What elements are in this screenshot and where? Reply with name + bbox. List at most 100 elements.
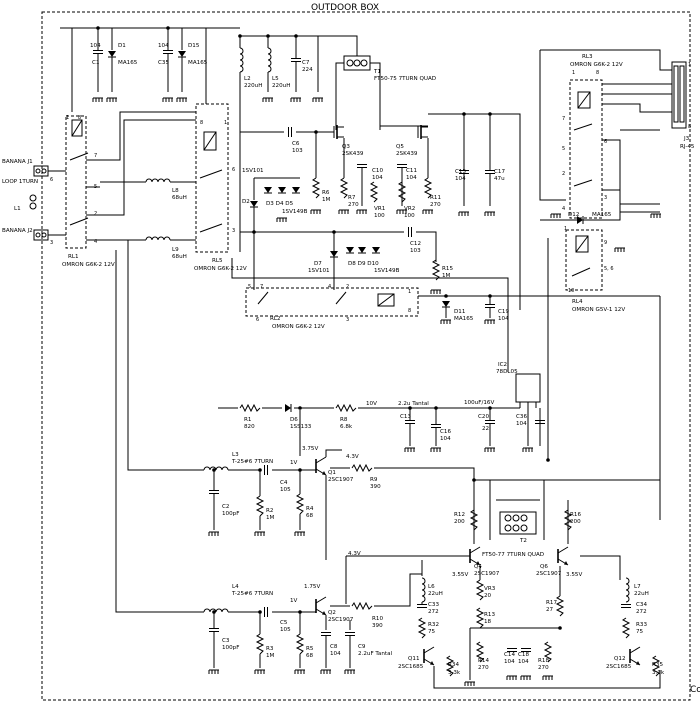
svg-text:100pF: 100pF bbox=[222, 645, 239, 651]
svg-text:RL3: RL3 bbox=[582, 54, 593, 60]
svg-text:2: 2 bbox=[94, 211, 97, 217]
svg-text:68uH: 68uH bbox=[172, 254, 187, 260]
svg-text:104: 104 bbox=[90, 43, 101, 49]
svg-text:8: 8 bbox=[408, 308, 411, 314]
svg-text:390: 390 bbox=[370, 484, 381, 490]
svg-text:7: 7 bbox=[94, 153, 97, 159]
svg-text:C35: C35 bbox=[158, 60, 169, 66]
svg-text:MA165: MA165 bbox=[454, 316, 474, 322]
svg-text:C11: C11 bbox=[406, 168, 417, 174]
svg-text:2SK439: 2SK439 bbox=[342, 151, 364, 157]
svg-text:104: 104 bbox=[330, 651, 341, 657]
svg-text:104: 104 bbox=[406, 175, 417, 181]
svg-text:68: 68 bbox=[306, 653, 314, 659]
svg-text:2SC1685: 2SC1685 bbox=[398, 664, 424, 670]
svg-text:104: 104 bbox=[440, 436, 451, 442]
svg-text:100uF/16V: 100uF/16V bbox=[464, 400, 494, 406]
svg-text:C15: C15 bbox=[455, 169, 466, 175]
svg-text:FT50-77 7TURN QUAD: FT50-77 7TURN QUAD bbox=[482, 552, 544, 558]
svg-text:6: 6 bbox=[50, 177, 53, 183]
svg-text:2SC1907: 2SC1907 bbox=[536, 571, 562, 577]
corner-label: Co bbox=[690, 685, 700, 695]
svg-text:104: 104 bbox=[518, 659, 529, 665]
svg-text:2SC1685: 2SC1685 bbox=[606, 664, 632, 670]
svg-text:2SC1907: 2SC1907 bbox=[474, 571, 500, 577]
svg-text:104: 104 bbox=[455, 176, 466, 182]
svg-text:C18: C18 bbox=[518, 652, 529, 658]
svg-text:C2: C2 bbox=[222, 504, 229, 510]
svg-text:R33: R33 bbox=[636, 622, 647, 628]
svg-text:Q4: Q4 bbox=[474, 564, 482, 570]
svg-text:L3: L3 bbox=[232, 452, 239, 458]
svg-text:R14: R14 bbox=[478, 658, 489, 664]
svg-text:C13: C13 bbox=[400, 414, 411, 420]
svg-text:D7: D7 bbox=[314, 261, 322, 267]
svg-text:5: 5 bbox=[248, 284, 251, 290]
svg-text:Q11: Q11 bbox=[408, 656, 420, 662]
svg-text:8: 8 bbox=[688, 124, 691, 130]
svg-text:4.3V: 4.3V bbox=[348, 551, 361, 557]
svg-text:3: 3 bbox=[232, 228, 235, 234]
svg-text:105: 105 bbox=[280, 627, 291, 633]
svg-text:RL1: RL1 bbox=[68, 254, 79, 260]
svg-text:2: 2 bbox=[346, 284, 349, 290]
svg-text:4: 4 bbox=[94, 239, 97, 245]
svg-text:103: 103 bbox=[410, 248, 421, 254]
svg-text:104: 104 bbox=[504, 659, 515, 665]
svg-text:R1: R1 bbox=[244, 417, 252, 423]
svg-text:6: 6 bbox=[232, 167, 235, 173]
svg-text:4: 4 bbox=[562, 206, 565, 212]
svg-text:C17: C17 bbox=[494, 169, 505, 175]
svg-text:OMRON G6K-2 12V: OMRON G6K-2 12V bbox=[272, 324, 325, 330]
svg-text:270: 270 bbox=[430, 202, 441, 208]
svg-text:100pF: 100pF bbox=[222, 511, 239, 517]
svg-text:2SC1907: 2SC1907 bbox=[328, 617, 354, 623]
svg-text:1M: 1M bbox=[442, 273, 451, 279]
svg-text:D6: D6 bbox=[290, 417, 298, 423]
relay-rl4: 19 5, 610 RL4 OMRON G5V-1 12V bbox=[564, 226, 625, 313]
svg-text:3.75V: 3.75V bbox=[302, 446, 318, 452]
svg-text:3.3k: 3.3k bbox=[448, 670, 461, 676]
svg-text:22: 22 bbox=[482, 426, 489, 432]
svg-text:OMRON G6K-2 12V: OMRON G6K-2 12V bbox=[194, 266, 247, 272]
svg-text:OMRON G6K-2 12V: OMRON G6K-2 12V bbox=[570, 62, 623, 68]
svg-text:C36: C36 bbox=[516, 414, 527, 420]
svg-text:3.55V: 3.55V bbox=[566, 572, 582, 578]
svg-text:T-25#6 7TURN: T-25#6 7TURN bbox=[231, 459, 273, 465]
svg-text:100: 100 bbox=[374, 213, 385, 219]
svg-text:Q2: Q2 bbox=[328, 610, 336, 616]
svg-text:104: 104 bbox=[498, 316, 509, 322]
svg-text:C8: C8 bbox=[330, 644, 338, 650]
svg-text:390: 390 bbox=[372, 623, 383, 629]
svg-text:VR2: VR2 bbox=[404, 206, 415, 212]
svg-text:2SC1907: 2SC1907 bbox=[328, 477, 354, 483]
svg-text:78DL05: 78DL05 bbox=[496, 369, 518, 375]
svg-text:3.3k: 3.3k bbox=[652, 670, 665, 676]
svg-text:C19: C19 bbox=[498, 309, 509, 315]
svg-text:3: 3 bbox=[50, 240, 53, 246]
svg-text:C33: C33 bbox=[428, 602, 439, 608]
svg-text:1: 1 bbox=[572, 70, 575, 76]
svg-text:9: 9 bbox=[604, 240, 607, 246]
svg-text:1SS133: 1SS133 bbox=[290, 424, 312, 430]
svg-text:8: 8 bbox=[78, 115, 81, 121]
svg-text:100: 100 bbox=[404, 213, 415, 219]
svg-text:T-25#6 7TURN: T-25#6 7TURN bbox=[231, 591, 273, 597]
svg-text:820: 820 bbox=[244, 424, 255, 430]
svg-text:Q12: Q12 bbox=[614, 656, 626, 662]
svg-text:Q3: Q3 bbox=[342, 144, 350, 150]
svg-text:2: 2 bbox=[562, 171, 565, 177]
svg-text:FT50-75 7TURN QUAD: FT50-75 7TURN QUAD bbox=[374, 76, 436, 82]
svg-text:103: 103 bbox=[292, 148, 303, 154]
svg-text:VR1: VR1 bbox=[374, 206, 386, 212]
svg-text:VR3: VR3 bbox=[484, 586, 496, 592]
